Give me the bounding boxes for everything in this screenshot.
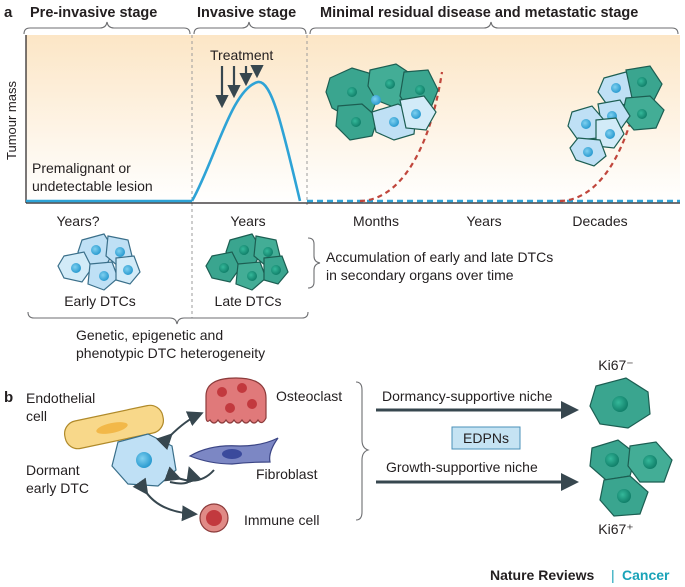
edpns-box [451, 426, 521, 450]
early-dtcs-label: Early DTCs [64, 293, 136, 309]
lesion-label-2: undetectable lesion [32, 178, 153, 194]
footer-separator: | [611, 567, 615, 583]
footer-journal: Nature Reviews [490, 567, 594, 583]
lesion-label-1: Premalignant or [32, 160, 131, 176]
footer-section: Cancer [622, 567, 670, 583]
brace-invasive [193, 21, 307, 35]
heterogeneity-line-1: Genetic, epigenetic and [76, 327, 223, 343]
time-label-years-q: Years? [56, 213, 99, 229]
accumulation-line-2: in secondary organs over time [326, 267, 514, 283]
immune-cell-label: Immune cell [244, 512, 319, 528]
dormancy-niche-label: Dormancy-supportive niche [382, 388, 553, 404]
dormant-early-dtc-cell [111, 433, 177, 487]
accumulation-line-1: Accumulation of early and late DTCs [326, 249, 553, 265]
treatment-label: Treatment [210, 47, 273, 63]
brace-niches [355, 381, 370, 521]
immune-cell [199, 503, 229, 533]
time-label-decades: Decades [572, 213, 627, 229]
stage-label-metastatic: Minimal residual disease and metastatic … [320, 5, 638, 21]
heterogeneity-line-2: phenotypic DTC heterogeneity [76, 345, 265, 361]
treatment-arrows [215, 65, 264, 109]
late-dtc-cluster [205, 233, 289, 291]
edpns-label: EDPNs [463, 430, 509, 446]
osteoclast-cell [205, 377, 267, 424]
osteoclast-label: Osteoclast [276, 388, 342, 404]
panel-a-letter: a [4, 4, 13, 21]
brace-preinvasive [23, 21, 191, 35]
ki67-negative-label: Ki67⁻ [598, 357, 633, 373]
endothelial-label-1: Endothelial [26, 390, 95, 406]
early-dtc-cluster [57, 233, 141, 291]
y-axis-label: Tumour mass [4, 81, 19, 160]
ki67-positive-label: Ki67⁺ [598, 521, 633, 537]
time-label-years-mrd: Years [466, 213, 501, 229]
brace-metastatic [309, 21, 679, 35]
relapse-curve-months [359, 71, 444, 203]
stage-label-preinvasive: Pre-invasive stage [30, 5, 157, 21]
late-dtc-cluster-months [325, 63, 439, 141]
growth-niche-label: Growth-supportive niche [386, 459, 538, 475]
dormant-label-2: early DTC [26, 480, 89, 496]
dormant-outcome-cell [589, 377, 651, 429]
late-dtcs-label: Late DTCs [215, 293, 282, 309]
panel-b-letter: b [4, 389, 13, 406]
dormant-label-1: Dormant [26, 462, 80, 478]
fibroblast-cell [188, 437, 279, 465]
brace-heterogeneity [27, 311, 309, 325]
time-label-months: Months [353, 213, 399, 229]
interaction-arrows [132, 411, 215, 522]
brace-accumulation [307, 237, 321, 289]
endothelial-label-2: cell [26, 408, 47, 424]
proliferating-outcome-cluster [589, 439, 673, 517]
stage-label-invasive: Invasive stage [197, 5, 296, 21]
fibroblast-label: Fibroblast [256, 466, 318, 482]
early-dtc-cluster-decades [567, 105, 625, 167]
invasive-curve [190, 80, 302, 202]
time-label-years-invasive: Years [230, 213, 265, 229]
